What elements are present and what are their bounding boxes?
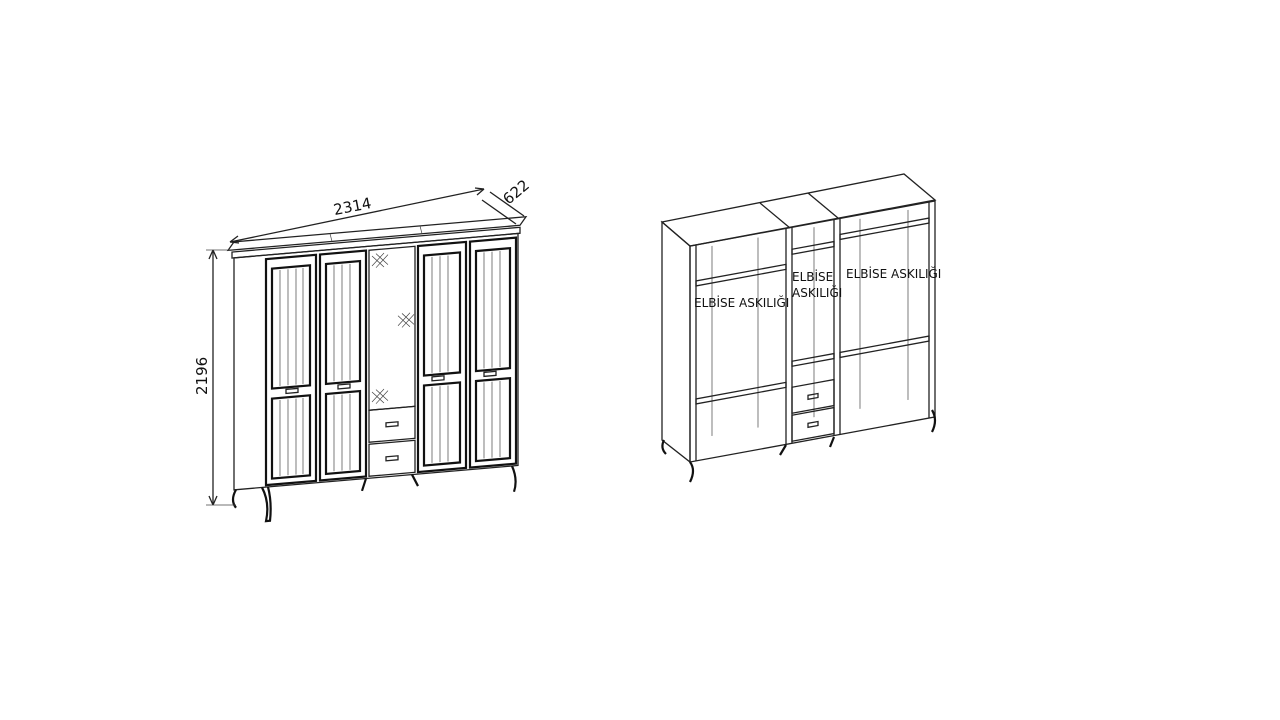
mirror-door: [368, 245, 416, 411]
leg: [661, 439, 695, 483]
drawer: [791, 378, 835, 415]
side-panel: [661, 220, 691, 464]
width-dimension: [229, 187, 485, 244]
height-label: 2196: [193, 357, 211, 395]
section-label-middle-2: ASKILIĞI: [792, 285, 842, 300]
open-top: [660, 173, 937, 247]
shelf: [695, 263, 787, 287]
depth-label: 622: [499, 176, 533, 208]
drawer: [791, 406, 835, 443]
shelf: [791, 240, 835, 256]
handle: [483, 370, 497, 378]
width-label: 2314: [332, 194, 373, 219]
handle: [337, 383, 351, 390]
height-dimension: [206, 249, 236, 506]
shelf: [839, 335, 930, 359]
drawer-handle: [385, 421, 399, 428]
door-4: [468, 236, 518, 469]
open-wardrobe: [660, 173, 937, 483]
shelf: [791, 352, 835, 368]
doors: [264, 236, 518, 487]
drawer-handle: [807, 420, 819, 429]
leg: [779, 409, 937, 456]
door-1: [264, 253, 318, 487]
leg: [231, 486, 272, 523]
drawer-handle: [385, 455, 399, 462]
handle: [431, 375, 445, 382]
shelf: [839, 217, 930, 241]
section-label-middle-1: ELBİSE: [792, 269, 833, 284]
shelf: [695, 381, 787, 405]
wardrobe-body: [233, 232, 519, 491]
drawer-2: [368, 439, 416, 477]
door-2: [318, 249, 368, 482]
door-3: [416, 240, 468, 474]
front-frame: [689, 200, 936, 463]
handle: [285, 387, 299, 395]
drawer-1: [368, 405, 416, 443]
wardrobe-top: [226, 216, 528, 252]
depth-dimension: [481, 191, 525, 225]
section-label-right: ELBİSE ASKILIĞI: [846, 266, 941, 281]
closed-wardrobe: [206, 187, 528, 523]
drawer-handle: [807, 392, 819, 401]
leg: [360, 465, 517, 493]
section-label-left: ELBİSE ASKILIĞI: [694, 295, 789, 310]
